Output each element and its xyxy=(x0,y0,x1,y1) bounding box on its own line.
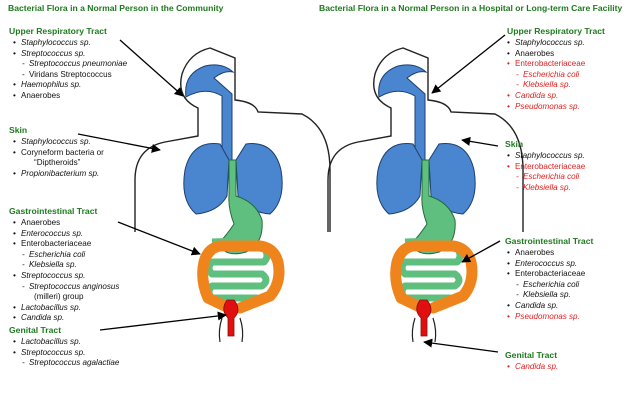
right-heading-respiratory: Upper Respiratory Tract xyxy=(507,26,605,36)
flora-item: Escherichia coli xyxy=(507,280,585,291)
arrow-right-respiratory xyxy=(431,34,506,94)
flora-item: Coryneform bacteria or xyxy=(13,148,104,159)
flora-item: Streptococcus sp. xyxy=(13,348,119,359)
flora-item: Candida sp. xyxy=(507,301,585,312)
arrow-left-genital xyxy=(99,311,227,331)
arrow-right-gi xyxy=(461,240,501,263)
flora-item: (milleri) group xyxy=(34,292,84,302)
rectum-left xyxy=(223,299,239,337)
flora-item: Anaerobes xyxy=(13,91,127,102)
flora-item: Anaerobes xyxy=(507,49,585,60)
flora-item: Enterobacteriaceae xyxy=(13,239,119,250)
arrow-left-respiratory xyxy=(119,39,184,97)
stomach-right xyxy=(410,159,456,255)
flora-item: Staphylococcus sp. xyxy=(507,151,585,162)
flora-item: Klebsiella sp. xyxy=(507,290,585,301)
flora-item: Enterobacteriaceae xyxy=(507,59,585,70)
flora-item: Enterococcus sp. xyxy=(507,259,585,270)
flora-item: Pseudomonas sp. xyxy=(507,312,585,323)
flora-item: Klebsiella sp. xyxy=(507,183,585,194)
title-hospital: Bacterial Flora in a Normal Person in a … xyxy=(319,3,623,13)
left-heading-gi: Gastrointestinal Tract xyxy=(9,206,98,216)
right-list-gi: AnaerobesEnterococcus sp.Enterobacteriac… xyxy=(507,248,585,322)
flora-item: Staphylococcus sp. xyxy=(13,38,127,49)
colon-right xyxy=(390,240,478,314)
flora-item: Candida sp. xyxy=(507,91,585,102)
left-list-gi: AnaerobesEnterococcus sp.Enterobacteriac… xyxy=(13,218,119,324)
flora-item: Escherichia coli xyxy=(507,172,585,183)
flora-item: Anaerobes xyxy=(507,248,585,259)
figure-hospital xyxy=(327,47,524,343)
right-list-genital: Candida sp. xyxy=(507,362,558,373)
arrow-right-genital xyxy=(423,338,499,353)
flora-item: Anaerobes xyxy=(13,218,119,229)
flora-item: Lactobacillus sp. xyxy=(13,303,119,314)
flora-item: Streptococcus agalactiae xyxy=(13,358,119,369)
left-list-genital: Lactobacillus sp.Streptococcus sp.Strept… xyxy=(13,337,119,369)
airway-right xyxy=(378,64,428,161)
flora-item: Pseudomonas sp. xyxy=(507,102,585,113)
flora-item: “Diptheroids” xyxy=(34,158,81,168)
right-list-skin: Staphylococcus sp.EnterobacteriaceaeEsch… xyxy=(507,151,585,193)
left-heading-skin: Skin xyxy=(9,125,28,135)
figure-community xyxy=(134,47,331,343)
flora-item: Escherichia coli xyxy=(507,70,585,81)
right-list-respiratory: Staphylococcus sp.AnaerobesEnterobacteri… xyxy=(507,38,585,112)
flora-item: Streptococcus pneumoniae xyxy=(13,59,127,70)
flora-item: Streptococcus anginosus xyxy=(13,282,119,293)
right-heading-skin: Skin xyxy=(505,139,524,149)
flora-item: Propionibacterium sp. xyxy=(13,169,104,180)
flora-item: Staphylococcus sp. xyxy=(13,137,104,148)
title-community: Bacterial Flora in a Normal Person in th… xyxy=(8,3,224,13)
airway-left xyxy=(185,64,235,161)
flora-item: Haemophilus sp. xyxy=(13,80,127,91)
left-heading-genital: Genital Tract xyxy=(9,325,62,335)
arrow-left-gi xyxy=(117,221,201,256)
left-list-skin: Staphylococcus sp.Coryneform bacteria or… xyxy=(13,137,104,179)
stomach-left xyxy=(217,159,263,255)
flora-item: Enterobacteriaceae xyxy=(507,162,585,173)
body-outline-right xyxy=(327,47,524,232)
flora-item: Staphylococcus sp. xyxy=(507,38,585,49)
right-heading-gi: Gastrointestinal Tract xyxy=(505,236,594,246)
flora-item: Candida sp. xyxy=(507,362,558,373)
left-heading-respiratory: Upper Respiratory Tract xyxy=(9,26,107,36)
flora-item: Enterobacteriaceae xyxy=(507,269,585,280)
flora-item: Enterococcus sp. xyxy=(13,229,119,240)
body-outline-left xyxy=(134,47,331,232)
flora-item: Streptococcus sp. xyxy=(13,271,119,282)
flora-item: Lactobacillus sp. xyxy=(13,337,119,348)
arrow-right-skin xyxy=(461,136,499,147)
rectum-right xyxy=(416,299,432,337)
flora-item: Escherichia coli xyxy=(13,250,119,261)
flora-item: Klebsiella sp. xyxy=(507,80,585,91)
colon-left xyxy=(197,240,285,314)
flora-item: Streptococcus sp. xyxy=(13,49,127,60)
left-list-respiratory: Staphylococcus sp.Streptococcus sp.Strep… xyxy=(13,38,127,102)
flora-item: Klebsiella sp. xyxy=(13,260,119,271)
flora-item: Viridans Streptococcus xyxy=(13,70,127,81)
right-heading-genital: Genital Tract xyxy=(505,350,558,360)
legs-right xyxy=(411,317,437,343)
flora-item: Candida sp. xyxy=(13,313,119,324)
